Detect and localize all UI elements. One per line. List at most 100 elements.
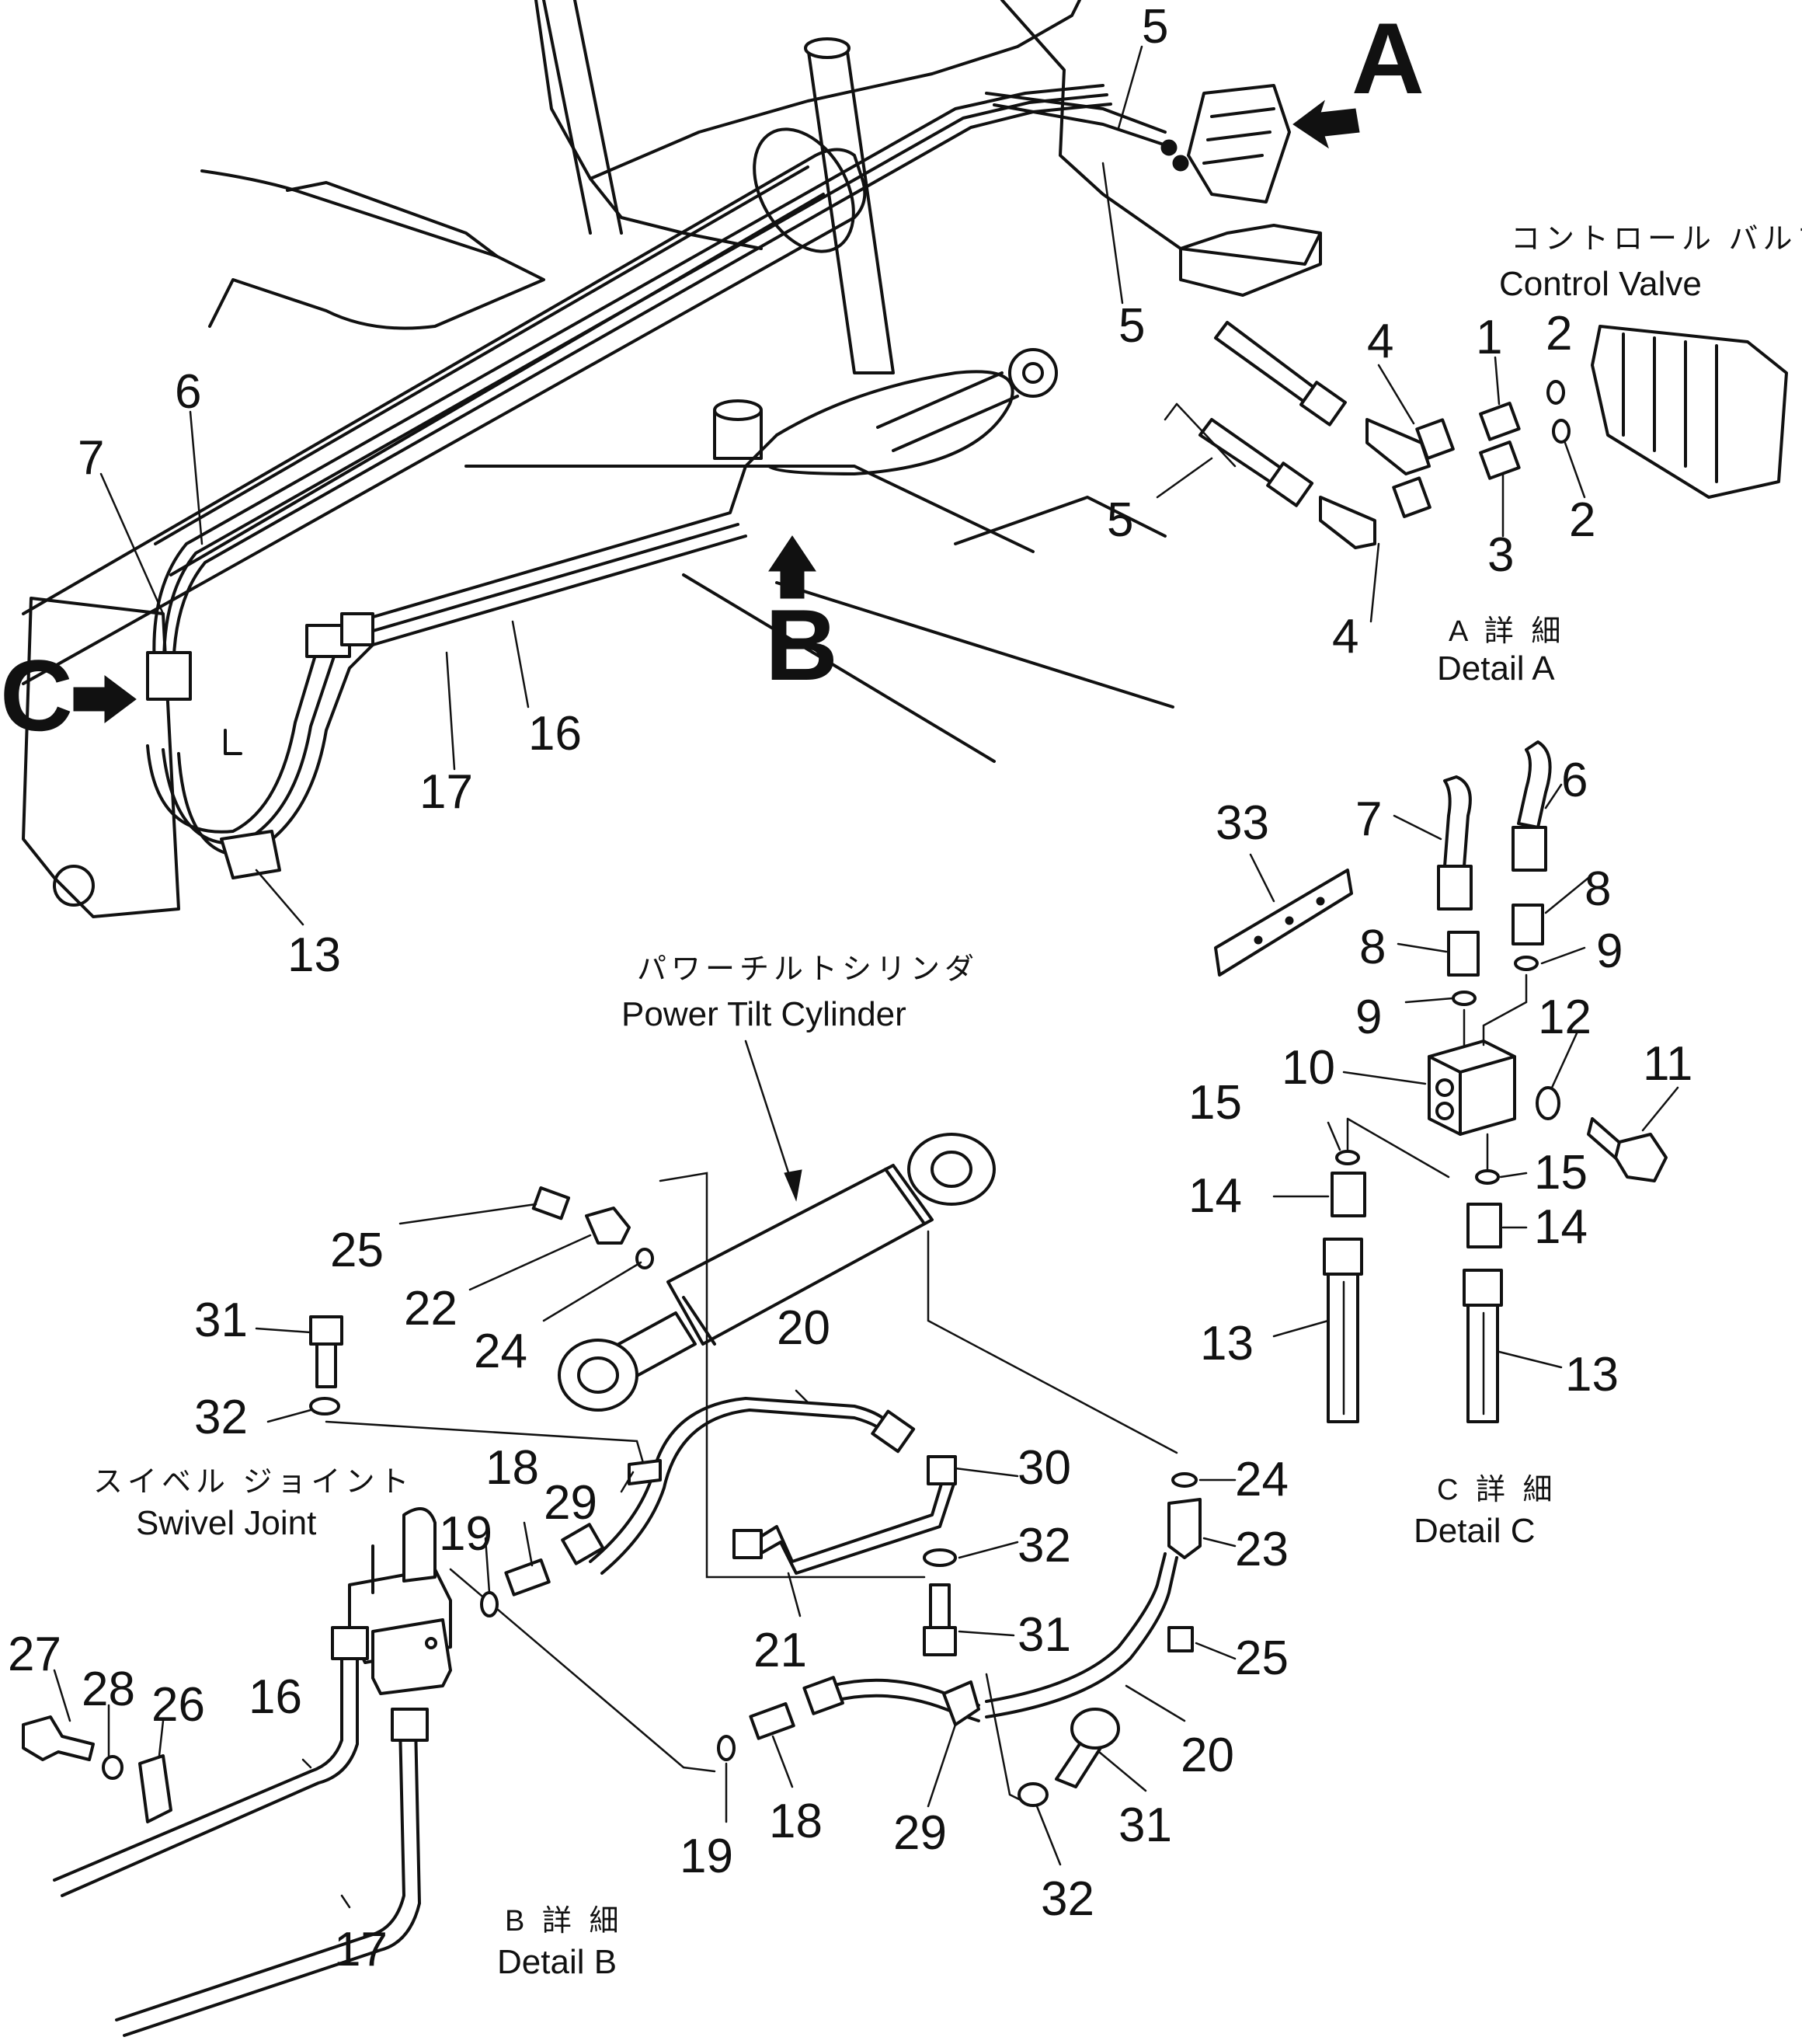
hose-5-upper	[1214, 321, 1322, 409]
washer-32-mid	[923, 1548, 957, 1567]
callout-16: 16	[528, 707, 582, 761]
callout-4-bot: 4	[1332, 610, 1358, 663]
fitting-8-left	[1447, 931, 1480, 977]
callout-15-right: 15	[1534, 1146, 1588, 1200]
tee-23	[1167, 1498, 1202, 1559]
callout-25-right: 25	[1235, 1631, 1289, 1685]
washer-12	[1536, 1086, 1560, 1120]
callout-14-right: 14	[1534, 1200, 1588, 1254]
callout-24-right: 24	[1235, 1453, 1289, 1506]
hose-20-top	[589, 1397, 895, 1563]
callout-2-top: 2	[1546, 307, 1572, 360]
view-marker-b: B	[765, 588, 838, 702]
detail-b-jp: B 詳 細	[505, 1905, 623, 1938]
callout-16-b: 16	[249, 1670, 302, 1724]
callout-21: 21	[753, 1624, 807, 1677]
control-valve-detail	[1591, 325, 1788, 499]
detail-b: パワーチルトシリンダ Power Tilt Cylinder	[8, 953, 1289, 2037]
callout-31-mid: 31	[1018, 1608, 1071, 1662]
callout-20-bot: 20	[1181, 1729, 1234, 1782]
o-ring-24-right	[1171, 1472, 1198, 1488]
callout-7-c: 7	[1355, 792, 1382, 846]
callout-26: 26	[151, 1678, 205, 1732]
callout-13: 13	[287, 928, 341, 982]
callout-4-top: 4	[1367, 315, 1393, 368]
callout-29-top: 29	[544, 1476, 597, 1530]
o-ring-2-lower	[1552, 419, 1571, 444]
o-ring-15-left	[1335, 1150, 1360, 1165]
fitting-18-bot	[749, 1702, 795, 1740]
o-ring-24-top	[635, 1248, 654, 1269]
clamp-26	[138, 1754, 172, 1823]
callout-11: 11	[1643, 1037, 1692, 1091]
o-ring-19-top	[480, 1591, 499, 1617]
callout-9-right: 9	[1596, 925, 1623, 978]
callout-6-c: 6	[1561, 754, 1588, 807]
callout-15-left: 15	[1188, 1076, 1242, 1130]
plug-25-right	[1167, 1626, 1194, 1652]
callout-18-bot: 18	[769, 1795, 823, 1848]
callout-18-top: 18	[485, 1441, 539, 1495]
detail-a-jp: A 詳 細	[1449, 615, 1565, 648]
o-ring-19-bot	[717, 1735, 736, 1761]
callout-1: 1	[1476, 311, 1502, 364]
tube-21	[744, 1475, 945, 1563]
view-arrow-a: A	[1292, 2, 1425, 149]
washer-28	[102, 1755, 123, 1780]
machine-frame-outline	[534, 0, 1081, 180]
main-beam	[22, 148, 867, 685]
swivel-joint-jp: スイベル ジョイント	[93, 1466, 414, 1499]
callout-27: 27	[8, 1628, 61, 1681]
callout-31-top: 31	[194, 1294, 248, 1347]
block-10	[1428, 1039, 1516, 1136]
hose-6	[1517, 740, 1552, 829]
elbow-22	[585, 1207, 631, 1245]
swivel-joint	[348, 1507, 452, 1695]
plate-33	[1214, 869, 1353, 977]
fitting-14-left	[1331, 1172, 1366, 1217]
detail-a-title: Detail A	[1437, 649, 1555, 688]
callout-2-bot: 2	[1569, 493, 1595, 547]
view-marker-a: A	[1352, 2, 1425, 115]
callout-28: 28	[82, 1663, 135, 1716]
callout-7: 7	[78, 431, 104, 485]
detail-c-jp: C 詳 細	[1437, 1474, 1557, 1506]
adapter-1	[1479, 402, 1521, 441]
o-ring-15-right	[1475, 1169, 1500, 1185]
bolt-27	[22, 1715, 95, 1761]
view-marker-c: C	[0, 639, 73, 752]
callout-17: 17	[419, 765, 473, 819]
power-tilt-cylinder	[558, 1133, 996, 1412]
power-tilt-cylinder-title: Power Tilt Cylinder	[621, 995, 906, 1033]
detail-c-title: Detail C	[1414, 1512, 1536, 1550]
callout-3: 3	[1487, 528, 1514, 582]
callout-32-top: 32	[194, 1391, 248, 1444]
detail-a: コントロール バルブ Control Valve 4 1 2 5 3	[1107, 223, 1802, 688]
callout-20-top: 20	[777, 1301, 830, 1355]
lift-cylinder-rod	[806, 45, 895, 374]
callout-33: 33	[1216, 796, 1269, 850]
clamp-29-bot	[942, 1680, 980, 1726]
detail-b-title: Detail B	[497, 1943, 617, 1981]
elbow-4-lower	[1319, 496, 1376, 549]
power-tilt-cylinder-jp: パワーチルトシリンダ	[637, 953, 979, 986]
callout-23: 23	[1235, 1523, 1289, 1576]
detail-c: 33 7 6 8 8 9 9 12 11 10 15 15 14 14 13 1…	[1188, 740, 1692, 1550]
callout-19-top: 19	[439, 1507, 492, 1561]
control-valve-title: Control Valve	[1499, 265, 1702, 303]
fitting-18-top	[504, 1558, 551, 1597]
control-valve-block	[1187, 84, 1291, 204]
control-valve-jp: コントロール バルブ	[1511, 223, 1802, 256]
o-ring-9-right	[1514, 956, 1539, 971]
elbow-4-upper	[1365, 418, 1431, 475]
o-ring-2-upper	[1546, 380, 1565, 405]
callout-14-left: 14	[1188, 1169, 1242, 1223]
washer-32-bot	[1018, 1782, 1049, 1807]
fitting-14-right	[1466, 1203, 1502, 1248]
callout-25-top: 25	[330, 1224, 384, 1277]
callout-30: 30	[1018, 1441, 1071, 1495]
callout-19-bot: 19	[680, 1830, 733, 1883]
callout-9-left: 9	[1355, 991, 1382, 1044]
callout-32-bot: 32	[1041, 1872, 1094, 1926]
fitting-8-right	[1512, 904, 1544, 945]
